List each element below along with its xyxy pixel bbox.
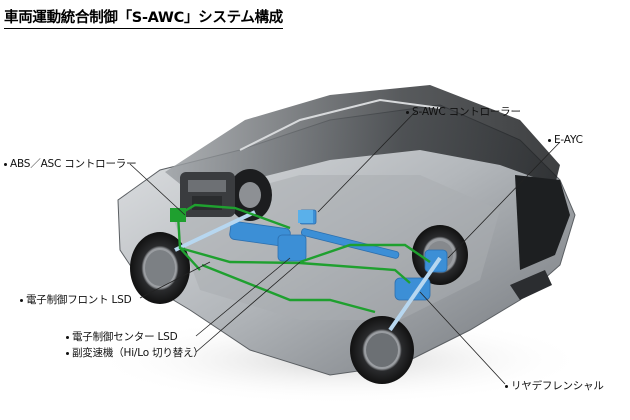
s-awc-unit — [298, 210, 313, 223]
rear-glass — [515, 175, 570, 270]
label-center-lsd: 電子制御センター LSD — [66, 329, 178, 344]
car-roof — [165, 85, 560, 200]
label-transfer: 副変速機（Hi/Lo 切り替え） — [66, 345, 204, 360]
control-harness — [176, 203, 431, 314]
label-e-ayc: E-AYC — [548, 134, 583, 146]
abs-unit — [170, 208, 186, 222]
label-rear-differential: リヤデフレンシャル — [505, 378, 604, 393]
label-abs-asc-controller: ABS／ASC コントローラー — [4, 156, 137, 171]
label-s-awc-controller: S-AWC コントローラー — [406, 104, 521, 119]
diagram-title: 車両運動統合制御「S-AWC」システム構成 — [4, 6, 283, 29]
leader-lines — [129, 110, 561, 385]
label-front-lsd: 電子制御フロント LSD — [20, 292, 132, 307]
tail-light — [510, 270, 552, 300]
